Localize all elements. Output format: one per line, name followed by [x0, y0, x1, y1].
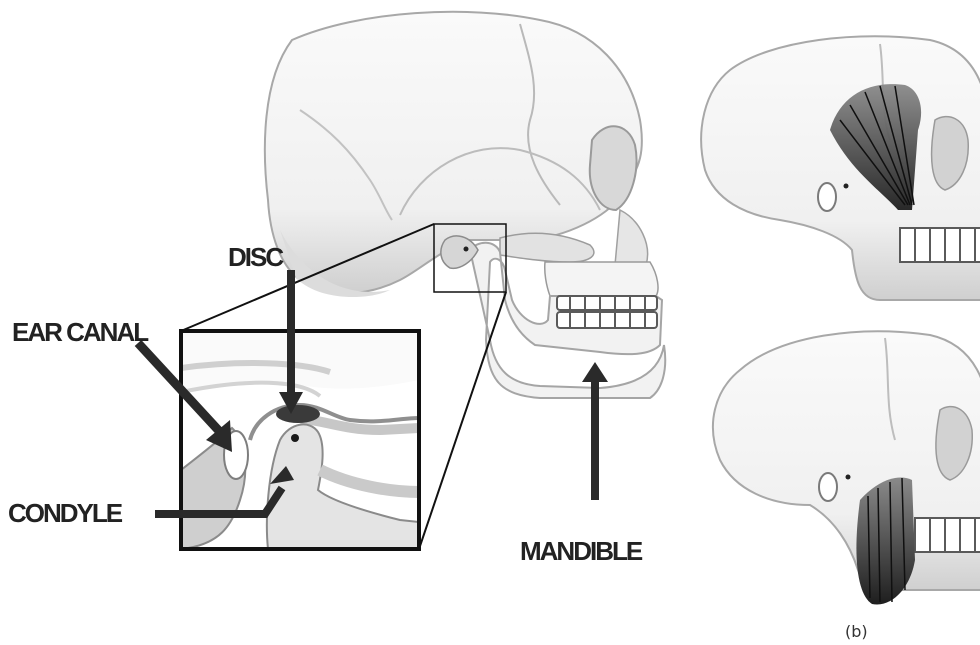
skull-masseter: [713, 331, 980, 604]
maxilla: [545, 262, 658, 296]
skull-temporalis: [701, 36, 980, 300]
zygomatic-arch: [500, 233, 594, 262]
teeth: [557, 296, 657, 328]
caption-b: (b): [845, 622, 868, 641]
mandible-label: MANDIBLE: [520, 536, 643, 566]
ear-canal-label: EAR CANAL: [12, 317, 149, 347]
disc-shape: [276, 405, 320, 423]
disc-label: DISC: [228, 242, 284, 272]
zoom-line-bottom: [419, 292, 506, 549]
condyle-label: CONDYLE: [8, 498, 123, 528]
nasal-area: [615, 210, 648, 265]
eye-orbit: [590, 126, 637, 210]
